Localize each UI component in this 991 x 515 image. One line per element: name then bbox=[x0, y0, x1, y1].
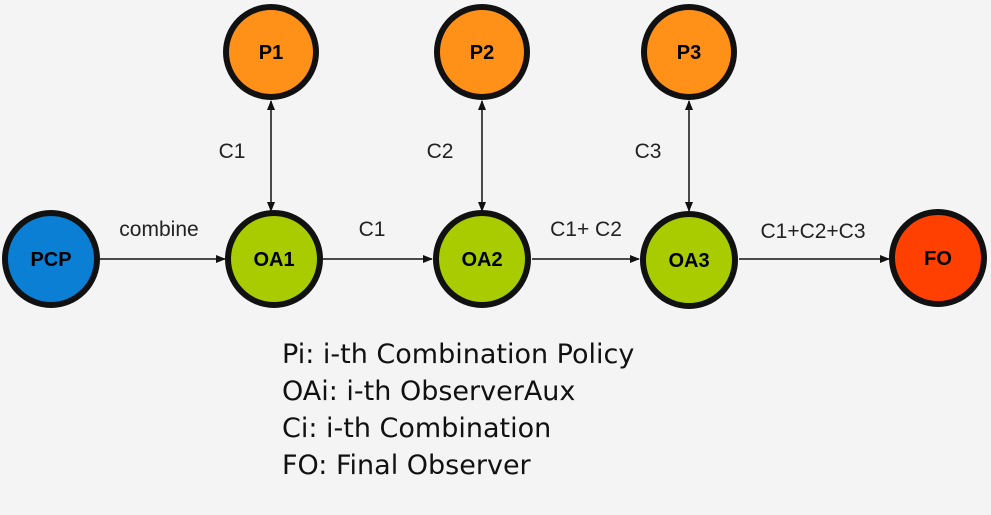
edge-label-combine: combine bbox=[119, 218, 198, 241]
node-p3-label: P3 bbox=[677, 42, 701, 64]
node-fo: FO bbox=[889, 209, 987, 307]
edge-label-oa1-oa2: C1 bbox=[359, 218, 386, 241]
node-p2-circle bbox=[434, 4, 530, 100]
legend-line-observeraux: OAi: i-th ObserverAux bbox=[282, 376, 576, 407]
node-p3: P3 bbox=[641, 4, 737, 100]
node-pcp: PCP bbox=[2, 210, 100, 308]
node-oa2: OA2 bbox=[433, 210, 531, 308]
node-oa3-circle bbox=[640, 211, 738, 309]
node-p3-circle bbox=[641, 4, 737, 100]
node-p1-circle bbox=[223, 4, 319, 100]
legend-line-final-observer: FO: Final Observer bbox=[282, 450, 531, 481]
node-oa2-circle bbox=[433, 210, 531, 308]
edge-label-oa2-p2: C2 bbox=[427, 140, 454, 163]
edge-label-oa3-p3: C3 bbox=[635, 140, 662, 163]
node-p2-label: P2 bbox=[470, 42, 494, 64]
node-oa1-circle bbox=[225, 210, 323, 308]
node-pcp-label: PCP bbox=[30, 249, 71, 271]
edge-label-oa2-oa3: C1+ C2 bbox=[550, 218, 622, 241]
node-fo-circle bbox=[889, 209, 987, 307]
node-fo-label: FO bbox=[924, 248, 952, 270]
node-p2: P2 bbox=[434, 4, 530, 100]
node-oa1-label: OA1 bbox=[253, 249, 294, 271]
node-p1-label: P1 bbox=[259, 42, 283, 64]
edge-label-oa3-fo: C1+C2+C3 bbox=[760, 220, 865, 243]
node-oa3: OA3 bbox=[640, 211, 738, 309]
node-p1: P1 bbox=[223, 4, 319, 100]
node-oa2-label: OA2 bbox=[461, 249, 502, 271]
legend: Pi: i-th Combination Policy OAi: i-th Ob… bbox=[282, 336, 634, 484]
legend-line-policy: Pi: i-th Combination Policy bbox=[282, 339, 635, 370]
node-oa1: OA1 bbox=[225, 210, 323, 308]
legend-line-combination: Ci: i-th Combination bbox=[282, 413, 552, 444]
node-pcp-circle bbox=[2, 210, 100, 308]
node-oa3-label: OA3 bbox=[668, 250, 709, 272]
edge-label-oa1-p1: C1 bbox=[219, 140, 246, 163]
